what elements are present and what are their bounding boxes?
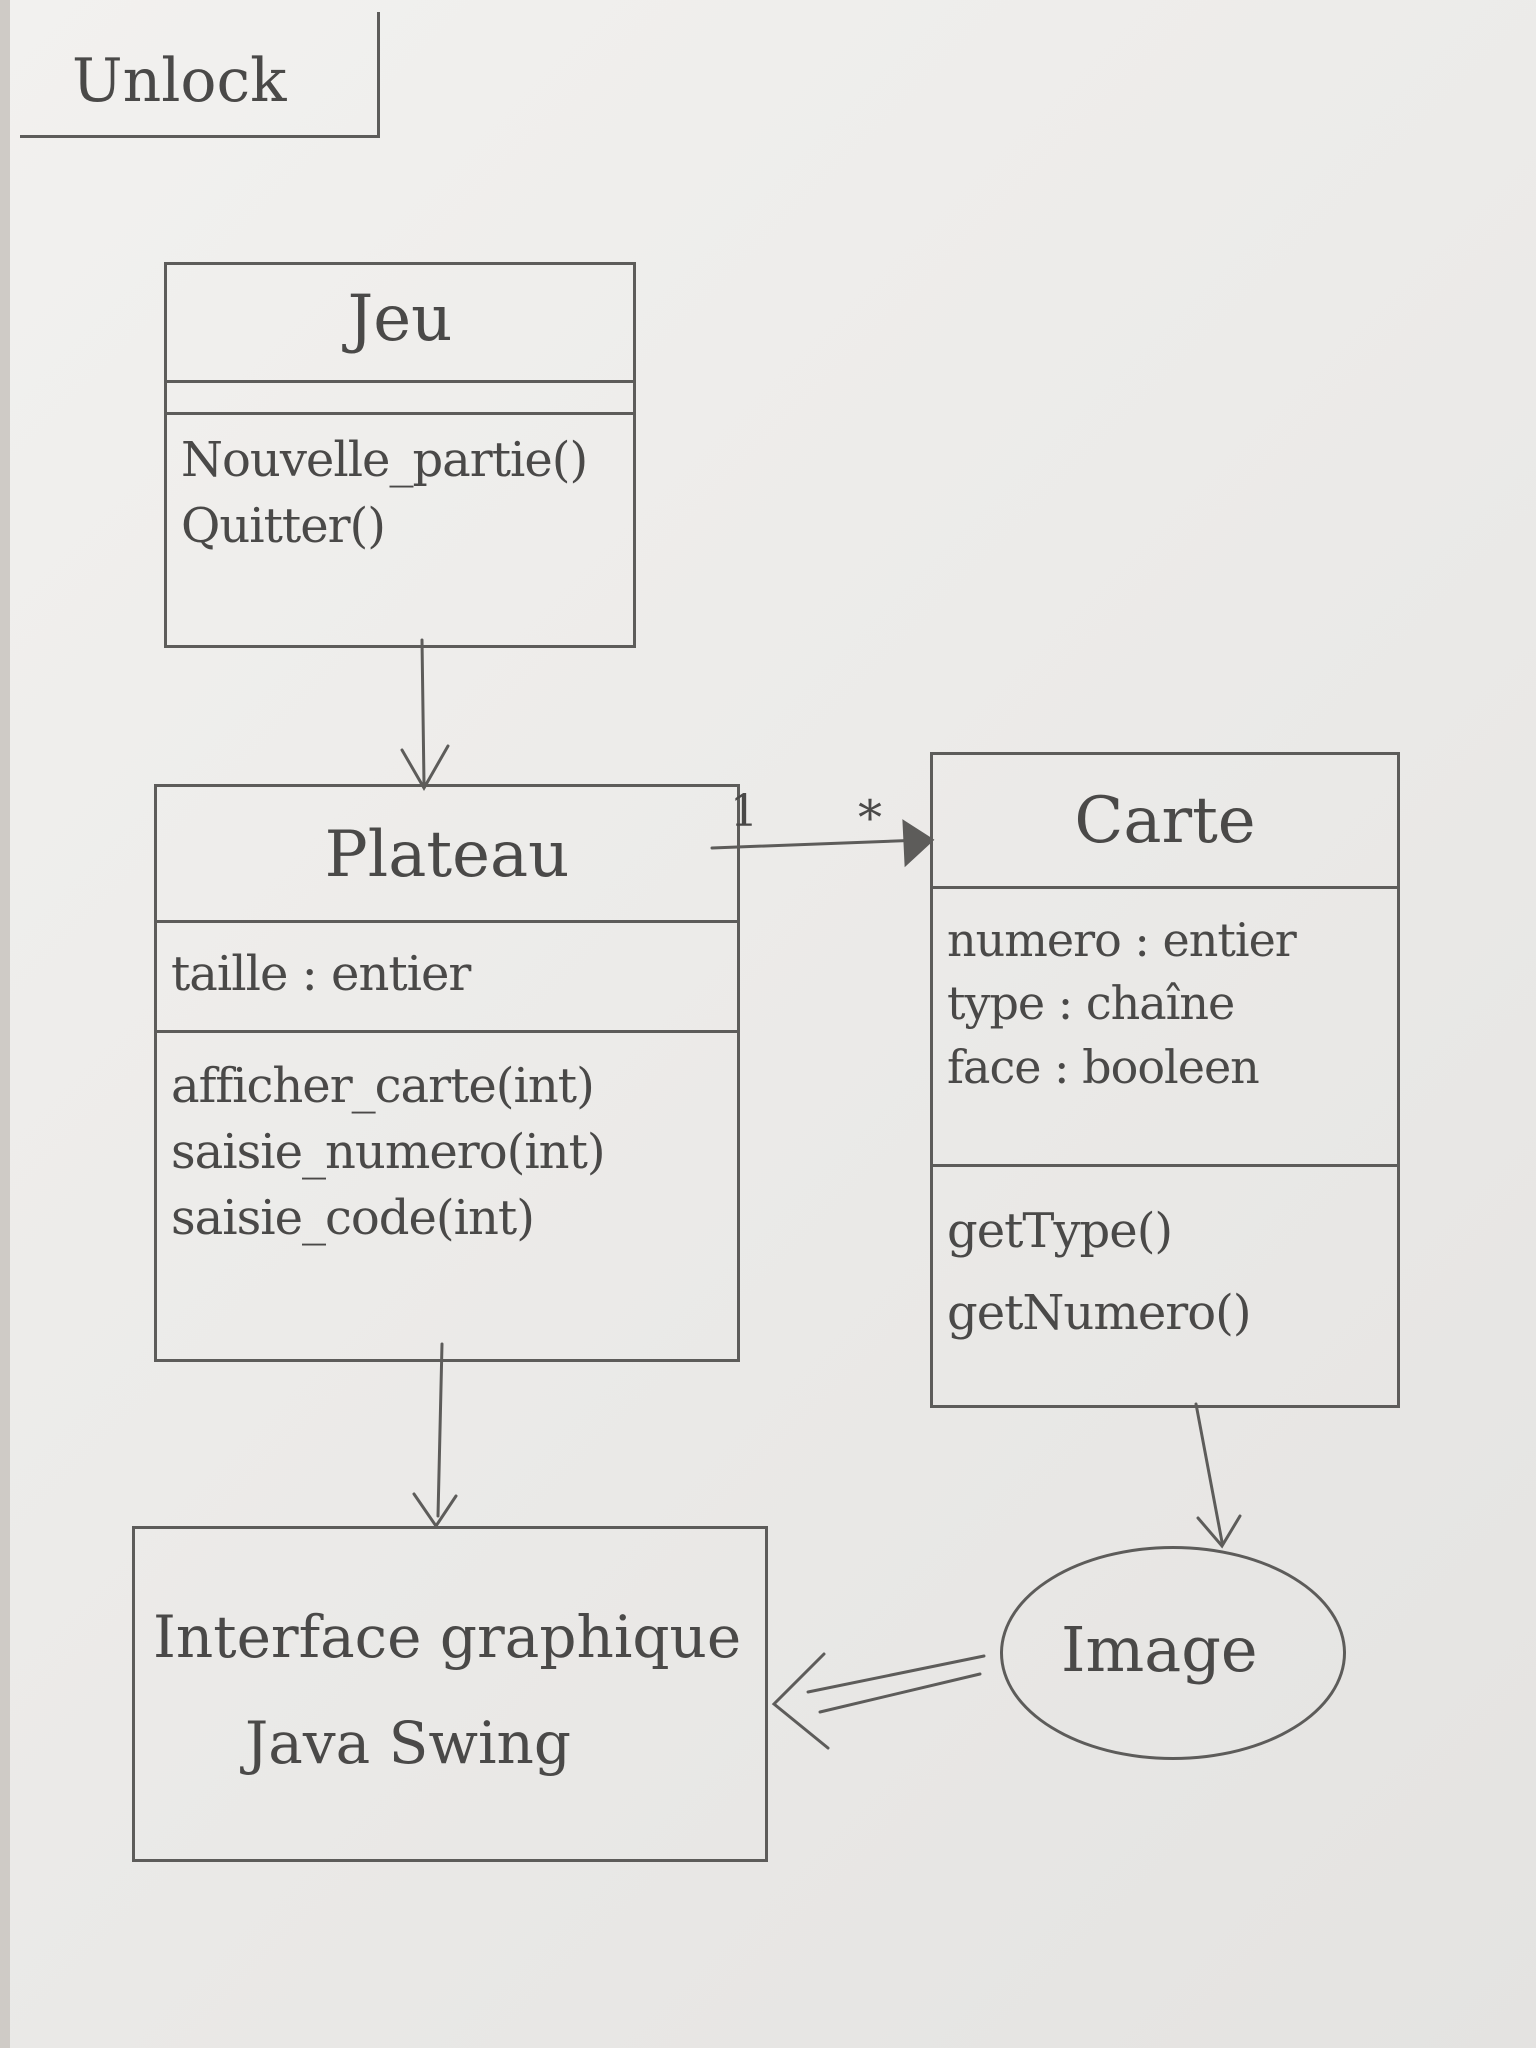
double-arrow-image-to-interface-2 — [818, 1672, 982, 1714]
class-jeu-name-section: Jeu — [167, 265, 633, 383]
title-box: Unlock — [20, 12, 380, 138]
class-jeu: Jeu Nouvelle_partie() Quitter() — [164, 262, 636, 648]
class-carte-name-section: Carte — [933, 755, 1397, 889]
class-plateau-name: Plateau — [324, 818, 570, 892]
arrowhead-carte-to-image — [1196, 1514, 1242, 1549]
multiplicity-carte: * — [858, 790, 882, 846]
class-carte-attribute: face : booleen — [947, 1039, 1260, 1094]
image-node-label: Image — [1061, 1613, 1258, 1686]
class-plateau-method: saisie_numero(int) — [171, 1124, 606, 1181]
class-jeu-method: Nouvelle_partie() — [181, 432, 588, 488]
class-jeu-name: Jeu — [347, 282, 453, 356]
class-carte-attributes-section: numero : entier type : chaîne face : boo… — [933, 889, 1397, 1167]
class-plateau-name-section: Plateau — [157, 787, 737, 923]
class-carte-method: getType() — [947, 1203, 1173, 1259]
class-plateau-method: saisie_code(int) — [171, 1190, 535, 1247]
class-carte: Carte numero : entier type : chaîne face… — [930, 752, 1400, 1408]
class-carte-methods-section: getType() getNumero() — [933, 1167, 1397, 1354]
arrowhead-plateau-to-interface — [412, 1492, 458, 1529]
arrowhead-image-to-interface — [771, 1652, 830, 1750]
class-plateau-attributes-section: taille : entier — [157, 923, 737, 1033]
interface-box: Interface graphique Java Swing — [132, 1526, 768, 1862]
class-jeu-methods-section: Nouvelle_partie() Quitter() — [167, 415, 633, 559]
class-carte-name: Carte — [1074, 784, 1256, 858]
diagram-title: Unlock — [72, 46, 287, 116]
class-carte-attribute: numero : entier — [947, 913, 1297, 967]
class-plateau-methods-section: afficher_carte(int) saisie_numero(int) s… — [157, 1033, 737, 1252]
class-plateau-method: afficher_carte(int) — [171, 1058, 595, 1114]
interface-label-line2: Java Swing — [245, 1709, 572, 1777]
arrow-jeu-to-plateau — [420, 638, 426, 786]
image-node: Image — [1000, 1546, 1346, 1760]
class-carte-method: getNumero() — [947, 1284, 1252, 1341]
multiplicity-plateau: 1 — [730, 786, 758, 837]
class-plateau: Plateau taille : entier afficher_carte(i… — [154, 784, 740, 1362]
class-carte-attribute: type : chaîne — [947, 976, 1235, 1031]
interface-label-line1: Interface graphique — [153, 1603, 742, 1671]
arrowhead-jeu-to-plateau — [400, 744, 450, 792]
arrow-plateau-to-interface — [436, 1342, 444, 1518]
class-jeu-attributes-section — [167, 383, 633, 415]
class-plateau-attribute: taille : entier — [171, 946, 471, 1002]
class-jeu-method: Quitter() — [181, 498, 386, 555]
double-arrow-image-to-interface-1 — [806, 1654, 986, 1694]
arrow-carte-to-image — [1194, 1402, 1224, 1544]
association-plateau-carte — [710, 838, 924, 850]
arrowhead-plateau-carte — [902, 819, 935, 868]
